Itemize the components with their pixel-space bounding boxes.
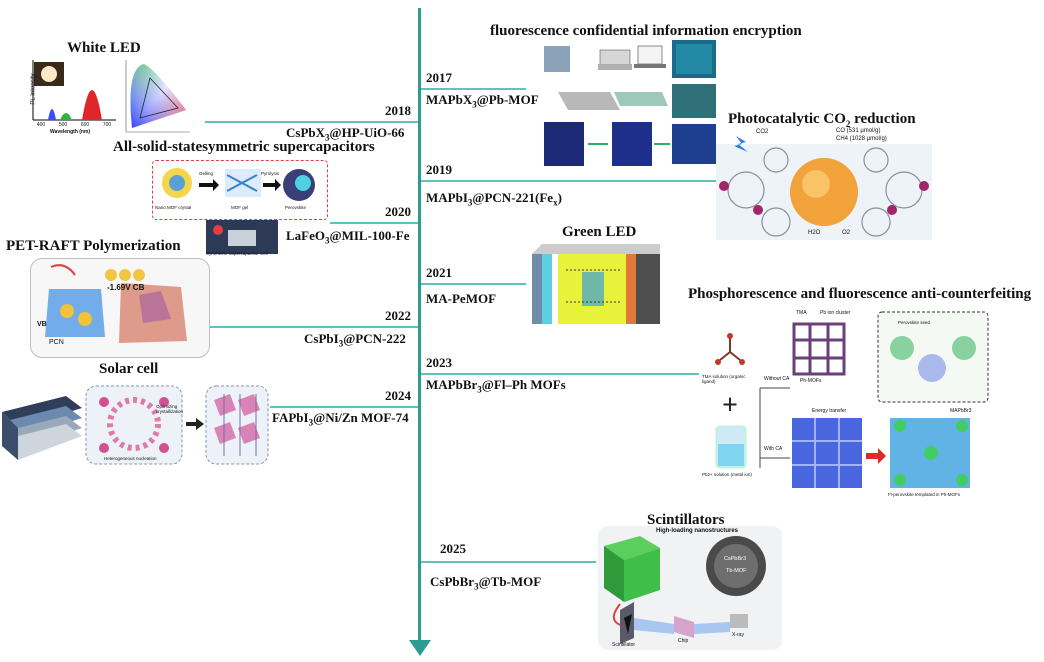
solar-nuc-label: Heterogeneous nucleation [104, 456, 157, 461]
branch-2024 [270, 406, 418, 408]
title-encryption: fluorescence confidential information en… [490, 23, 802, 39]
supercap-arrow1: Gelling [199, 171, 214, 176]
material-2018: CsPbX3@HP-UiO-66 [286, 125, 405, 143]
title-pet-raft: PET-RAFT Polymerization [6, 238, 181, 254]
green-led-panel [528, 242, 664, 326]
timeline-axis [418, 8, 421, 648]
solar-panel: Optimizing crystallization Heterogeneous… [84, 384, 270, 468]
co2-h2o-label: H2O [808, 230, 821, 236]
scint-tbmof: Tb-MOF [726, 568, 747, 574]
phos-tma-sol-label: TMA solution (organic ligand) [702, 374, 746, 384]
supercap-arrow2: Pyrolysis [261, 171, 280, 176]
led-ylabel: PL Intensity [30, 73, 37, 105]
phos-fl-label: Fl-perovskite templated in Ph-MOFs [888, 492, 961, 497]
branch-2017 [421, 88, 526, 90]
material-2025: CsPbBr3@Tb-MOF [430, 574, 542, 592]
led-xlabel: Wavelength (nm) [50, 129, 91, 135]
pet-vb-label: VB [37, 321, 47, 328]
pet-raft-panel: -1.69V CB PCN VB [30, 258, 210, 358]
branch-2021 [421, 283, 526, 285]
svg-text:+: + [722, 390, 738, 421]
title-supercapacitors: All-solid-statesymmetric supercapacitors [113, 139, 375, 155]
title-solar-cell: Solar cell [99, 361, 159, 377]
title-co2-reduction: Photocatalytic CO2 reduction [728, 111, 916, 129]
material-2023: MAPbBr3@Fl–Ph MOFs [426, 377, 566, 395]
supercap-cap2: MOF gel [231, 205, 249, 210]
phos-perov-label: Perovskite seed [898, 320, 931, 325]
year-2022: 2022 [385, 308, 411, 323]
branch-2020 [330, 222, 418, 224]
co2-in-label: CO2 [756, 129, 769, 135]
phos-panel: + TMA Pb ion cluster Ph-MOFs Without CA … [700, 308, 1034, 506]
material-2020: LaFeO3@MIL-100-Fe [286, 228, 410, 246]
cie-diagram [122, 58, 192, 136]
title-white-led: White LED [67, 40, 141, 56]
solar-device [0, 388, 84, 462]
co2-panel: CO2 CO (531 μmol/g) CH4 (1028 μmol/g) H2… [716, 128, 932, 240]
supercap-cap1: Nano MOF crystal [155, 205, 192, 210]
solar-cryst-label: Optimizing crystallization [156, 404, 184, 414]
scint-title: High-loading nanostructures [656, 528, 739, 534]
supercap-cell-label: Symmetric Supercapacitor Cell [206, 251, 268, 256]
year-2024: 2024 [385, 388, 411, 403]
year-2017: 2017 [426, 70, 452, 85]
supercap-cell: Symmetric Supercapacitor Cell [206, 220, 278, 258]
material-2022: CsPbI3@PCN-222 [304, 331, 406, 349]
year-2018: 2018 [385, 103, 411, 118]
year-2019: 2019 [426, 162, 452, 177]
scint-panel: High-loading nanostructures CsPbBr3 Tb-M… [598, 526, 782, 650]
material-2019: MAPbI3@PCN-221(Fex) [426, 190, 562, 208]
branch-2018 [205, 121, 418, 123]
year-2021: 2021 [426, 265, 452, 280]
phos-with-label: With CA [764, 446, 783, 452]
year-2020: 2020 [385, 204, 411, 219]
phos-mapbbr-label: MAPbBr3 [950, 408, 972, 414]
pet-pcn-label: PCN [49, 339, 64, 346]
timeline-arrow [409, 640, 431, 656]
phos-energy-label: Energy transfer [812, 408, 847, 414]
title-green-led: Green LED [562, 224, 637, 240]
title-scintillators: Scintillators [647, 512, 725, 528]
scint-cspbbr: CsPbBr3 [724, 556, 747, 562]
scint-xray: X-ray [732, 632, 744, 638]
material-2024: FAPbI3@Ni/Zn MOF-74 [272, 410, 409, 428]
phos-without-label: Without CA [764, 376, 790, 382]
phos-pb-sol-label: Pb2+ solution (metal ion) [702, 472, 752, 477]
co2-o2-label: O2 [842, 230, 851, 236]
phos-tma-label: TMA [796, 310, 807, 316]
material-2021: MA-PeMOF [426, 291, 497, 306]
scint-scintillator: Scintillator [612, 642, 636, 648]
branch-2023 [421, 373, 699, 375]
co2-co-label: CO (531 μmol/g) [836, 128, 881, 134]
branch-2019 [421, 180, 716, 182]
supercap-cap3: Perovskite [285, 205, 307, 210]
branch-2022 [210, 326, 418, 328]
supercap-panel: Nano MOF crystal MOF gel Perovskite Gell… [152, 160, 328, 220]
title-anti-counterfeiting: Phosphorescence and fluorescence anti-co… [688, 286, 1032, 302]
branch-2025 [421, 561, 596, 563]
pet-cb-label: -1.69V CB [107, 283, 145, 292]
encryption-panel [540, 40, 718, 170]
year-2023: 2023 [426, 355, 452, 370]
co2-ch4-label: CH4 (1028 μmol/g) [836, 136, 887, 142]
scint-chip: Chip [678, 638, 689, 644]
year-2025: 2025 [440, 541, 466, 556]
phos-cluster-label: Pb ion cluster [820, 310, 851, 316]
phos-phmof-label: Ph-MOFs [800, 378, 822, 384]
material-2017: MAPbX3@Pb-MOF [426, 92, 539, 110]
